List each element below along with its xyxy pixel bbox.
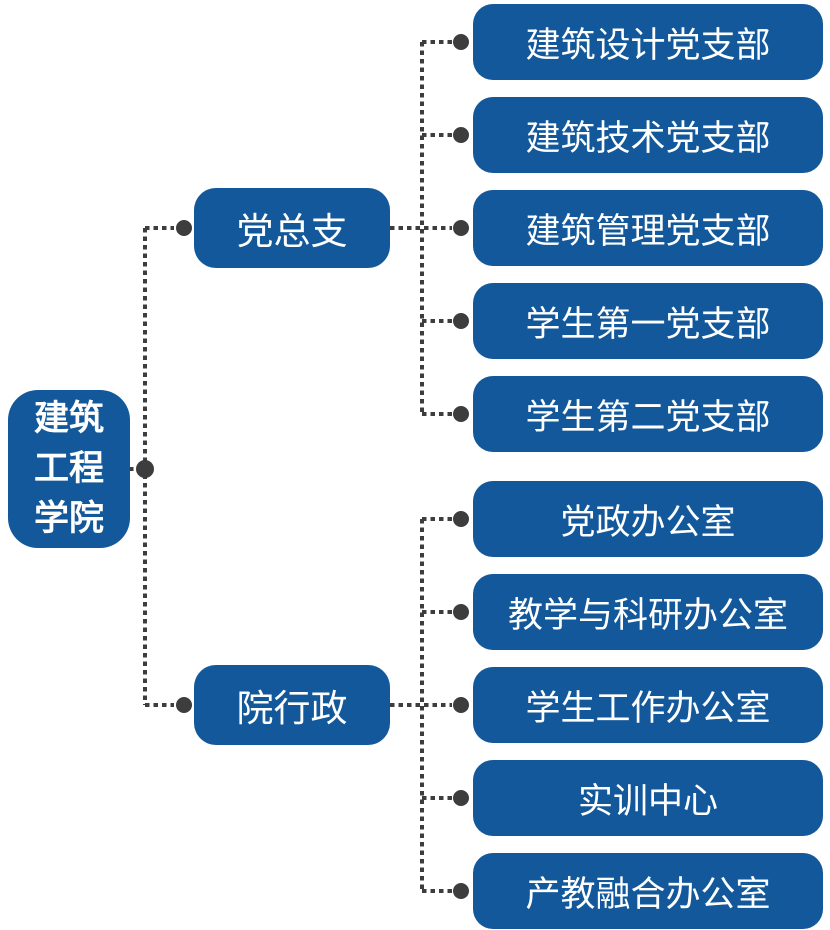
junction-dot	[453, 604, 469, 620]
junction-dot	[176, 697, 192, 713]
org-node-architecture-technology-party-branch: 建筑技术党支部	[473, 97, 823, 173]
org-node-student-affairs-office: 学生工作办公室	[473, 667, 823, 743]
org-node-architecture-design-party-branch: 建筑设计党支部	[473, 4, 823, 80]
junction-dot	[453, 697, 469, 713]
org-node-teaching-research-office: 教学与科研办公室	[473, 574, 823, 650]
org-node-student-first-party-branch: 学生第一党支部	[473, 283, 823, 359]
junction-dot	[453, 406, 469, 422]
org-node-root: 建筑 工程 学院	[8, 390, 130, 548]
junction-dot	[453, 220, 469, 236]
root-label-line: 工程	[33, 449, 104, 488]
org-node-architecture-management-party-branch: 建筑管理党支部	[473, 190, 823, 266]
org-node-industry-education-integration-office: 产教融合办公室	[473, 853, 823, 929]
org-node-party-general-branch: 党总支	[194, 188, 390, 268]
junction-dots	[136, 34, 469, 899]
junction-dot	[453, 313, 469, 329]
junction-dot	[453, 127, 469, 143]
root-label-line: 建筑	[33, 399, 104, 438]
org-node-party-admin-office: 党政办公室	[473, 481, 823, 557]
junction-dot	[136, 460, 154, 478]
trunk-lines	[129, 40, 452, 893]
org-node-student-second-party-branch: 学生第二党支部	[473, 376, 823, 452]
root-label-line: 学院	[33, 499, 104, 538]
org-node-training-center: 实训中心	[473, 760, 823, 836]
junction-dot	[453, 790, 469, 806]
junction-dot	[176, 220, 192, 236]
junction-dot	[453, 511, 469, 527]
junction-dot	[453, 34, 469, 50]
org-node-college-administration: 院行政	[194, 665, 390, 745]
junction-dot	[453, 883, 469, 899]
